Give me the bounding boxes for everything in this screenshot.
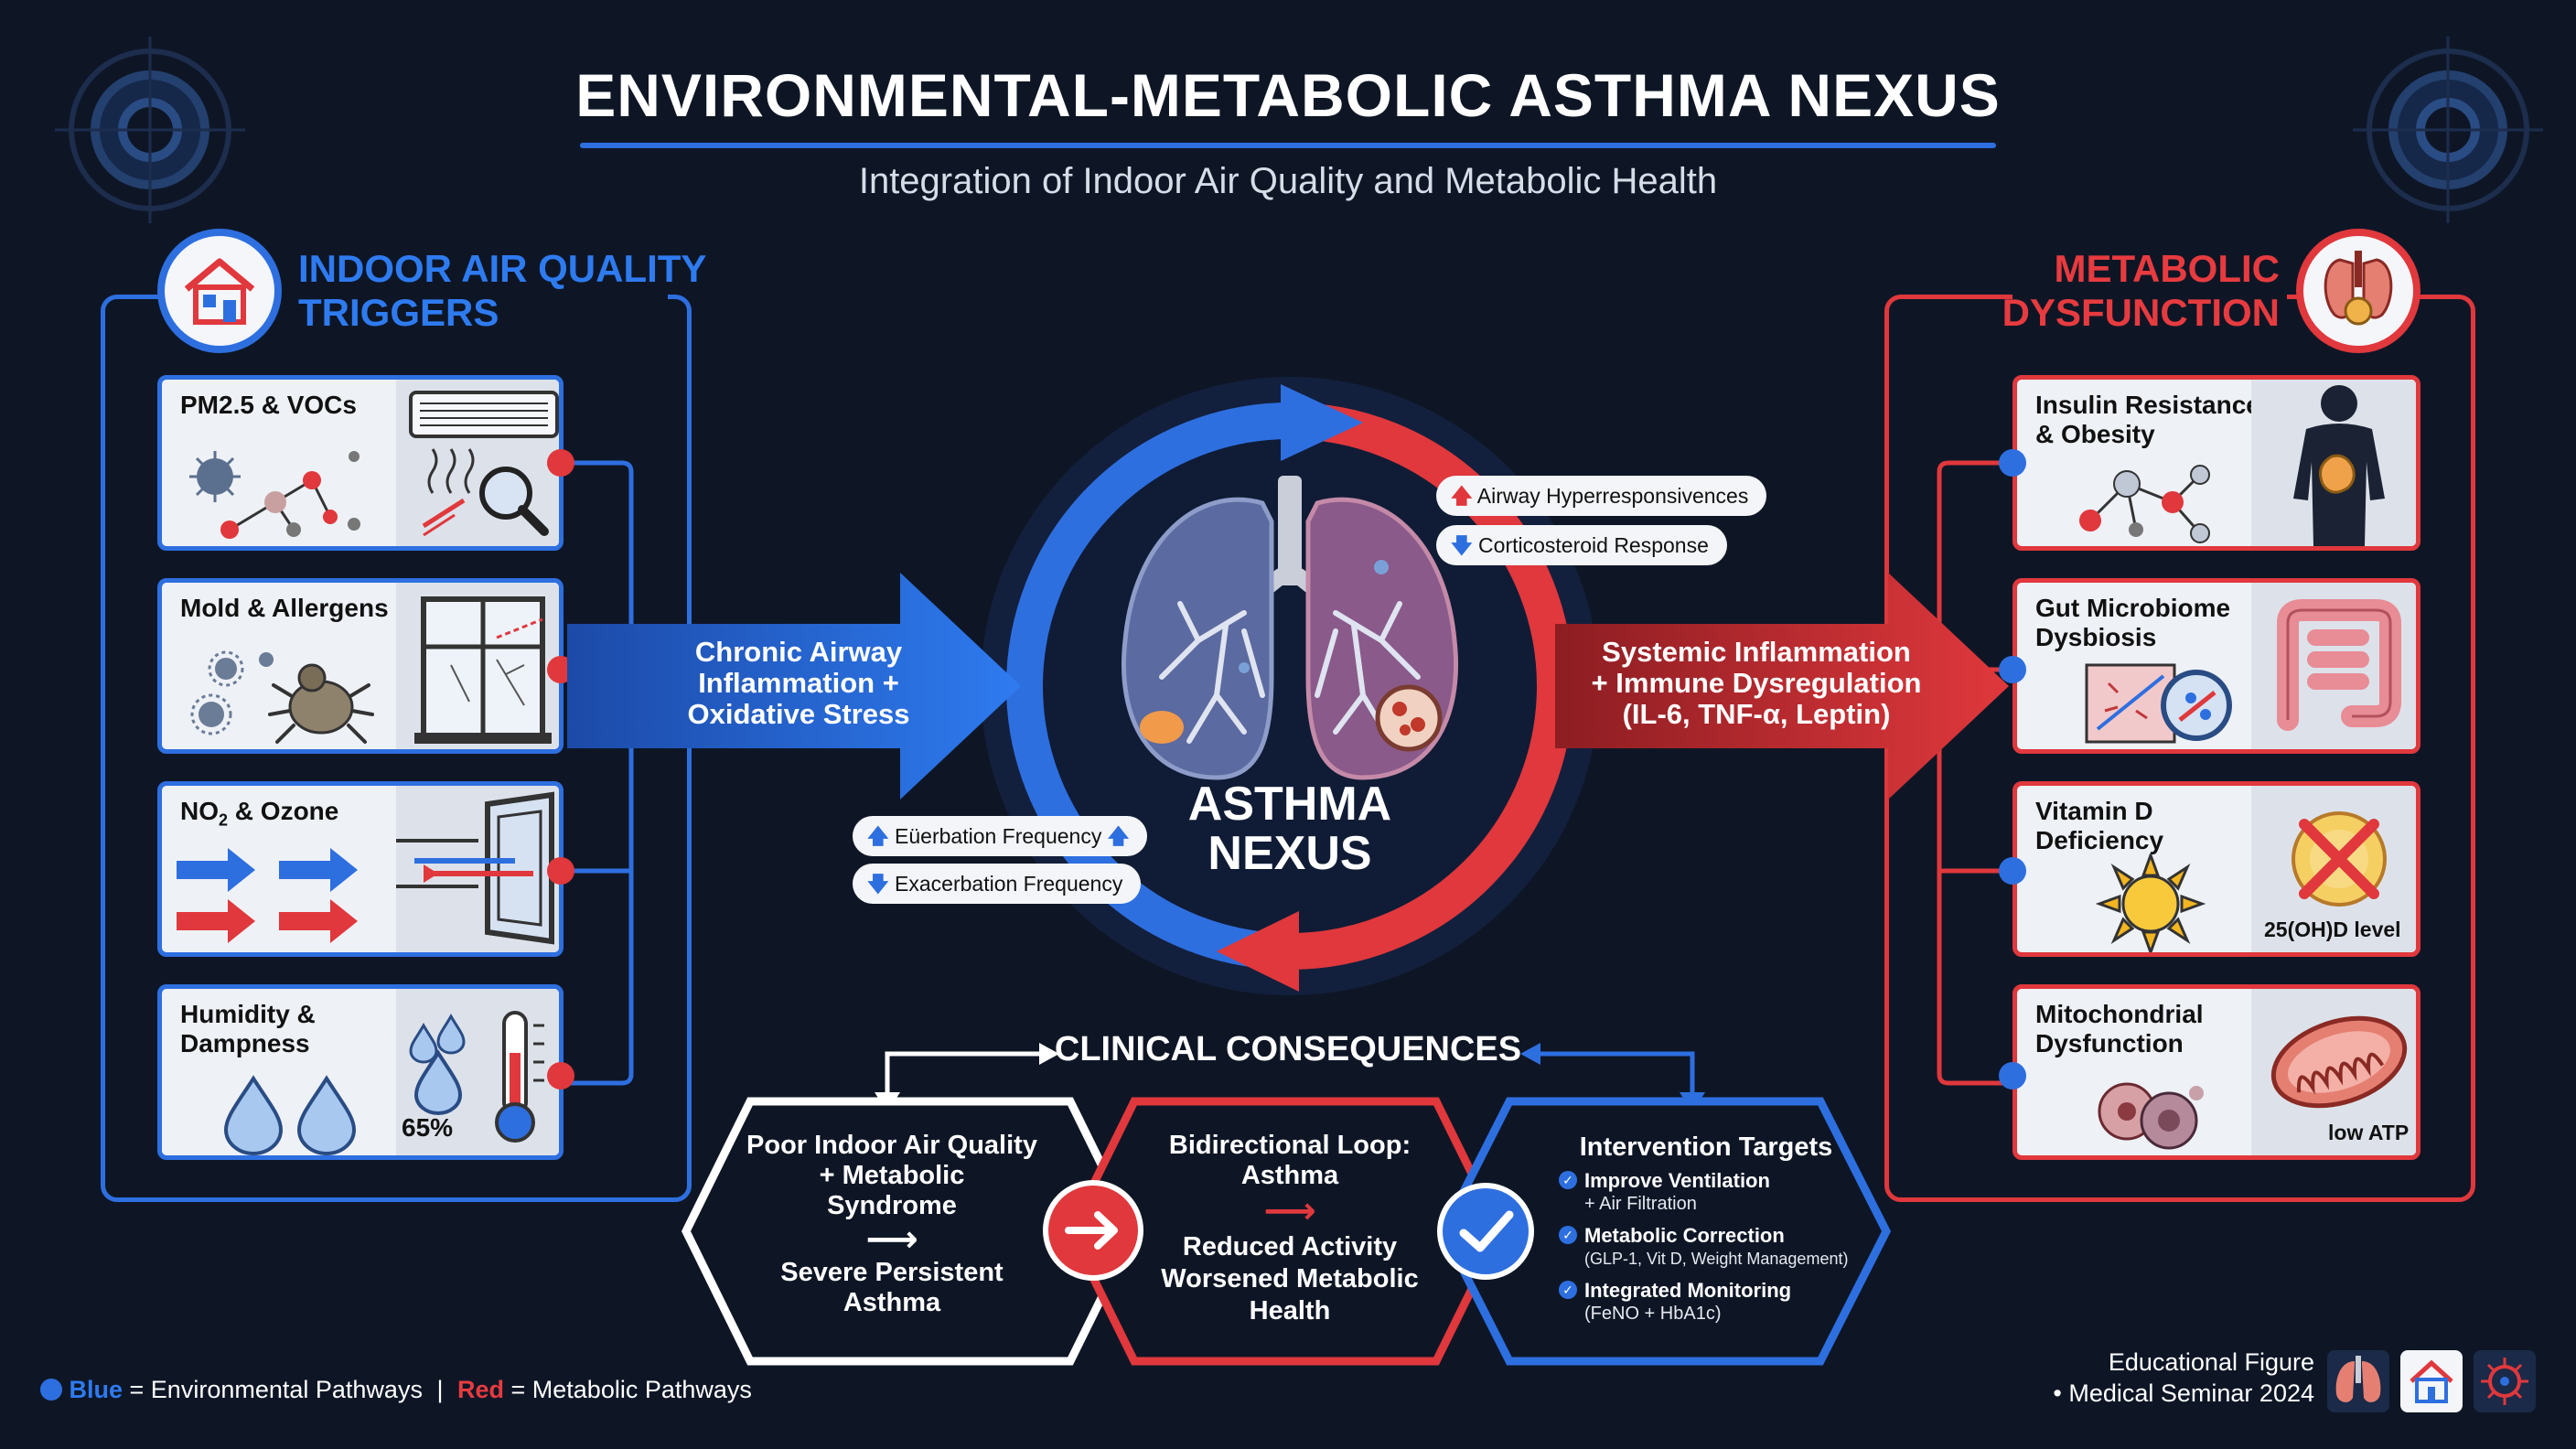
vitamin-d-level-label: 25(OH)D level xyxy=(2264,918,2401,941)
card-mitochondrial-dysfunction: Mitochondrial Dysfunction low ATP xyxy=(2012,984,2420,1160)
intervention-item: ✓ Metabolic Correction (GLP-1, Vit D, We… xyxy=(1555,1224,1857,1270)
connector-dot-red xyxy=(547,1062,574,1089)
card-insulin-resistance: Insulin Resistance & Obesity xyxy=(2012,375,2420,551)
blue-legend-dot xyxy=(40,1379,62,1401)
organs-icon xyxy=(2296,229,2420,353)
card-mold-allergens: Mold & Allergens xyxy=(157,578,564,754)
intervention-item: ✓ Integrated Monitoring (FeNO + HbA1c) xyxy=(1555,1279,1857,1325)
right-arrow-icon: ⟶ xyxy=(865,1219,918,1260)
card-label: PM2.5 & VOCs xyxy=(180,391,357,419)
connector-dot-blue xyxy=(1999,656,2026,683)
connector-dot-blue xyxy=(1999,449,2026,477)
hexagon-severe-asthma: Poor Indoor Air Quality + Metabolic Synd… xyxy=(732,1131,1052,1318)
environmental-arrow-text: Chronic Airway Inflammation + Oxidative … xyxy=(687,636,910,730)
page-subtitle: Integration of Indoor Air Quality and Me… xyxy=(858,161,1718,201)
check-icon: ✓ xyxy=(1559,1171,1577,1189)
metabolic-arrow xyxy=(1555,573,2009,800)
metabolic-title: METABOLIC DYSFUNCTION xyxy=(2002,247,2280,334)
environmental-arrow xyxy=(567,573,1021,800)
red-arc-arrowhead xyxy=(1217,911,1299,992)
pill-corticosteroid-response: 🡇 Corticosteroid Response xyxy=(1436,525,1727,565)
microbiome-sample-icon xyxy=(2085,663,2232,744)
corner-target-decoration-right xyxy=(2353,37,2543,223)
clinical-consequences-title: CLINICAL CONSEQUENCES xyxy=(1054,1030,1522,1068)
card-label: Gut Microbiome Dysbiosis xyxy=(2035,594,2231,651)
cells-icon xyxy=(2098,1082,2204,1150)
footer-house-icon xyxy=(2400,1350,2463,1412)
check-icon: ✓ xyxy=(1559,1281,1577,1299)
humidity-reading: 65% xyxy=(402,1113,454,1142)
atp-level-label: low ATP xyxy=(2328,1121,2410,1144)
center-nexus-graphic xyxy=(981,377,1599,995)
page-title: ENVIRONMENTAL-METABOLIC ASTHMA NEXUS xyxy=(575,61,2001,129)
connector-dot-blue xyxy=(1999,857,2026,885)
hexagon-bidirectional-loop: Bidirectional Loop: Asthma ⟶ Reduced Act… xyxy=(1143,1131,1436,1327)
card-pm25-vocs: PM2.5 & VOCs xyxy=(157,375,564,551)
water-drops-icon xyxy=(223,1075,357,1155)
color-legend: Blue = Environmental Pathways | Red = Me… xyxy=(40,1376,752,1404)
card-label: Mold & Allergens xyxy=(180,594,389,622)
right-arrow-icon: ⟶ xyxy=(1263,1191,1316,1231)
airflow-arrows-icon xyxy=(177,848,358,943)
footer-lungs-icon xyxy=(2327,1350,2389,1412)
check-icon: ✓ xyxy=(1559,1226,1577,1244)
air-conditioner-icon xyxy=(396,380,559,546)
card-gut-microbiome: Gut Microbiome Dysbiosis xyxy=(2012,578,2420,754)
pill-airway-hyperresponsiveness: 🡅 Airway Hyperresponsivences xyxy=(1436,476,1767,516)
mold-mite-icon xyxy=(190,650,374,744)
window-airflow-icon xyxy=(387,786,559,952)
card-label: Mitochondrial Dysfunction xyxy=(2035,1000,2204,1057)
pill-exacerbation-frequency-down: 🡇 Exacerbation Frequency xyxy=(853,864,1142,904)
connector-dot-red xyxy=(547,857,574,885)
up-arrow-icon: 🡅 xyxy=(1451,484,1473,508)
asthma-nexus-label: ASTHMA NEXUS xyxy=(1187,778,1392,880)
molecule-icon xyxy=(2079,465,2210,543)
card-no2-ozone: NO2 & Ozone xyxy=(157,781,564,957)
window-mold-icon xyxy=(396,583,559,749)
connector-dot-blue xyxy=(1999,1062,2026,1089)
sun-icon xyxy=(2096,853,2206,952)
indoor-air-title-backdrop xyxy=(274,274,668,338)
pill-exacerbation-frequency-up: 🡅 Eüerbation Frequency 🡅 xyxy=(853,816,1148,856)
card-label: Vitamin D Deficiency xyxy=(2035,797,2164,854)
intestine-icon xyxy=(2251,583,2416,749)
title-underline xyxy=(580,143,1996,148)
vitamin-d-deficiency-icon xyxy=(2251,786,2416,952)
arrow-circle-icon xyxy=(1043,1180,1143,1281)
corner-target-decoration-left xyxy=(55,37,245,223)
indoor-air-title: INDOOR AIR QUALITY TRIGGERS xyxy=(298,247,707,334)
connector-dot-red xyxy=(547,449,574,477)
blue-arc-arrowhead xyxy=(1281,384,1363,461)
up-arrow-icon: 🡅 xyxy=(1107,824,1130,848)
footer-note: Educational Figure • Medical Seminar 202… xyxy=(2053,1348,2314,1407)
metabolic-arrow-text: Systemic Inflammation + Immune Dysregula… xyxy=(1591,636,1922,730)
card-label: Insulin Resistance & Obesity xyxy=(2035,391,2260,448)
card-humidity-dampness: Humidity & Dampness 65% xyxy=(157,984,564,1160)
checkmark-circle-icon xyxy=(1437,1183,1534,1280)
down-arrow-icon: 🡇 xyxy=(867,872,889,896)
house-icon xyxy=(157,229,282,353)
metabolic-title-backdrop xyxy=(2012,274,2287,338)
body-silhouette-icon xyxy=(2251,380,2416,546)
down-arrow-icon: 🡇 xyxy=(1451,533,1473,557)
footer-virus-icon xyxy=(2474,1350,2536,1412)
card-vitamin-d: Vitamin D Deficiency 25(OH)D level xyxy=(2012,781,2420,957)
card-label: Humidity & Dampness xyxy=(180,1000,316,1057)
hexagon-intervention-targets: Intervention Targets ✓ Improve Ventilati… xyxy=(1555,1131,1857,1325)
card-label: NO2 & Ozone xyxy=(180,797,339,830)
lungs-icon xyxy=(1122,476,1458,780)
intervention-item: ✓ Improve Ventilation + Air Filtration xyxy=(1555,1169,1857,1215)
mitochondria-icon xyxy=(2251,989,2416,1155)
up-arrow-icon: 🡅 xyxy=(867,824,889,848)
thermometer-icon xyxy=(396,989,559,1155)
particle-molecule-icon xyxy=(189,451,360,539)
